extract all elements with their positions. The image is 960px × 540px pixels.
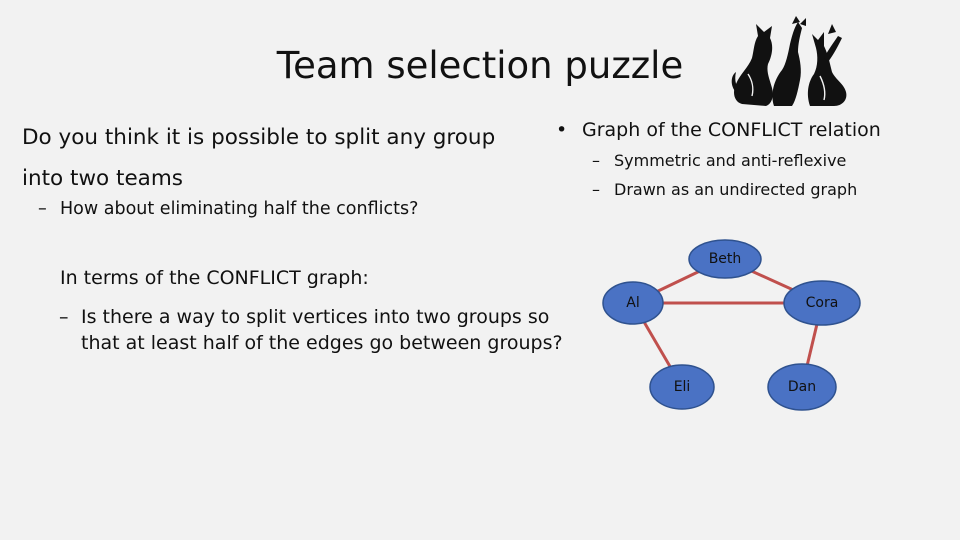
graph-node-beth bbox=[688, 239, 762, 279]
graph-node-label-al: Al bbox=[626, 295, 640, 311]
graph-info-text: Graph of the CONFLICT relation bbox=[582, 119, 881, 141]
graph-node-label-beth: Beth bbox=[708, 251, 742, 267]
graph-info-subpoint-text: Symmetric and anti-reflexive bbox=[614, 151, 847, 170]
graph-info-subpoint: – Drawn as an undirected graph bbox=[592, 179, 858, 201]
graph-info-subpoint: – Symmetric and anti-reflexive bbox=[592, 150, 847, 172]
graph-node-al bbox=[602, 281, 664, 325]
graph-node-label-eli: Eli bbox=[673, 379, 691, 395]
graph-node-eli bbox=[649, 364, 715, 410]
dash-bullet: – bbox=[59, 306, 69, 328]
question-text: Do you think it is possible to split any… bbox=[22, 125, 496, 191]
terms-subpoint-text: Is there a way to split vertices into tw… bbox=[81, 306, 563, 354]
graph-node-cora bbox=[783, 280, 861, 326]
terms-subpoint: – Is there a way to split vertices into … bbox=[59, 304, 581, 356]
terms-heading: In terms of the CONFLICT graph: bbox=[60, 267, 369, 289]
dash-bullet: – bbox=[592, 151, 600, 170]
cats-silhouette-icon bbox=[731, 16, 847, 106]
graph-node-label-dan: Dan bbox=[787, 379, 817, 395]
bullet-dot: • bbox=[556, 119, 568, 141]
question-subpoint: – How about eliminating half the conflic… bbox=[38, 196, 540, 222]
graph-node-label-cora: Cora bbox=[805, 295, 839, 311]
graph-node-dan bbox=[767, 363, 837, 411]
dash-bullet: – bbox=[592, 180, 600, 199]
dash-bullet: – bbox=[38, 199, 47, 219]
slide-title: Team selection puzzle bbox=[276, 44, 684, 87]
question-subpoint-text: How about eliminating half the conflicts… bbox=[60, 199, 419, 219]
graph-info-subpoint-text: Drawn as an undirected graph bbox=[614, 180, 858, 199]
